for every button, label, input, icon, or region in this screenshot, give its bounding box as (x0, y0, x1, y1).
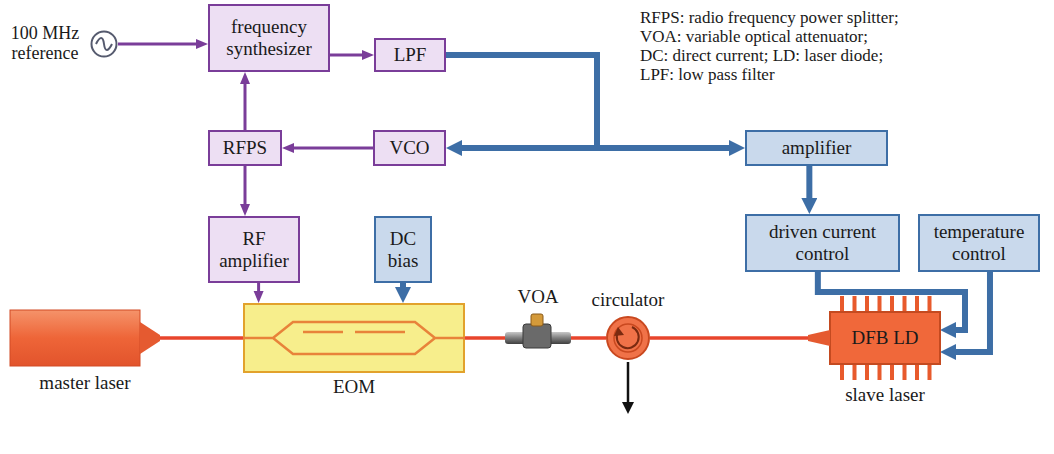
signal-arrow (118, 43, 198, 46)
signal-arrow (446, 55, 597, 148)
abbreviation-note: LPF: low pass filter (640, 65, 899, 84)
modulator-symbol (243, 303, 465, 373)
abbreviation-note: DC: direct current; LD: laser diode; (640, 46, 899, 65)
attenuator: VOA (505, 322, 571, 354)
temperature-control-box: temperature control (918, 214, 1040, 272)
box-label: VCO (389, 137, 429, 159)
box-label: DC bias (382, 228, 424, 272)
part-label: EOM (333, 376, 375, 398)
circulator: circulator (606, 316, 650, 360)
modulator: EOM (243, 303, 465, 373)
amplifier-box: amplifier (745, 130, 888, 166)
signal-arrow (257, 283, 260, 293)
attenuator-symbol (505, 322, 571, 354)
part-label: VOA (517, 286, 558, 308)
bias-box: DC bias (374, 216, 432, 283)
box-label: RF amplifier (216, 228, 292, 272)
signal-arrow (954, 272, 990, 352)
optical-fiber (465, 336, 505, 340)
abbreviation-list: RFPS: radio frequency power splitter;VOA… (640, 8, 899, 84)
box-label: LPF (394, 44, 427, 66)
box-label: amplifier (782, 137, 852, 159)
reference-source-symbol (90, 30, 118, 58)
master-laser-symbol (10, 310, 160, 366)
signal-arrow (292, 147, 373, 150)
part-label: slave laser (845, 384, 925, 406)
optical-fiber (160, 336, 243, 340)
optical-fiber (571, 336, 606, 340)
slave-laser: DFB LDslave laser (830, 312, 940, 364)
output-arrow (627, 362, 630, 404)
signal-arrow (244, 82, 247, 130)
circulator-symbol (606, 316, 650, 360)
signal-arrow (330, 54, 364, 57)
rf-amplifier-box: RF amplifier (208, 216, 300, 283)
part-label: circulator (592, 289, 665, 311)
box-label: frequency synthesizer (216, 16, 322, 60)
abbreviation-note: RFPS: radio frequency power splitter; (640, 8, 899, 27)
vco-box: VCO (373, 130, 446, 166)
box-label: RFPS (223, 137, 267, 159)
part-label: 100 MHz reference (6, 24, 84, 64)
master-laser: master laser (10, 310, 160, 366)
signal-arrow (400, 283, 406, 289)
signal-arrow (806, 166, 812, 200)
abbreviation-note: VOA: variable optical attenuator; (640, 27, 899, 46)
reference-source: 100 MHz reference (90, 30, 118, 58)
box-label: driven current control (753, 221, 892, 265)
part-label: master laser (39, 372, 130, 394)
splitter-box: RFPS (208, 130, 282, 166)
signal-arrow (244, 166, 247, 206)
box-label: temperature control (926, 221, 1032, 265)
synthesizer-box: frequency synthesizer (208, 4, 330, 72)
box-label: DFB LD (830, 327, 940, 349)
filter-box: LPF (374, 38, 446, 72)
optical-fiber (650, 336, 830, 340)
current-control-box: driven current control (745, 214, 900, 272)
